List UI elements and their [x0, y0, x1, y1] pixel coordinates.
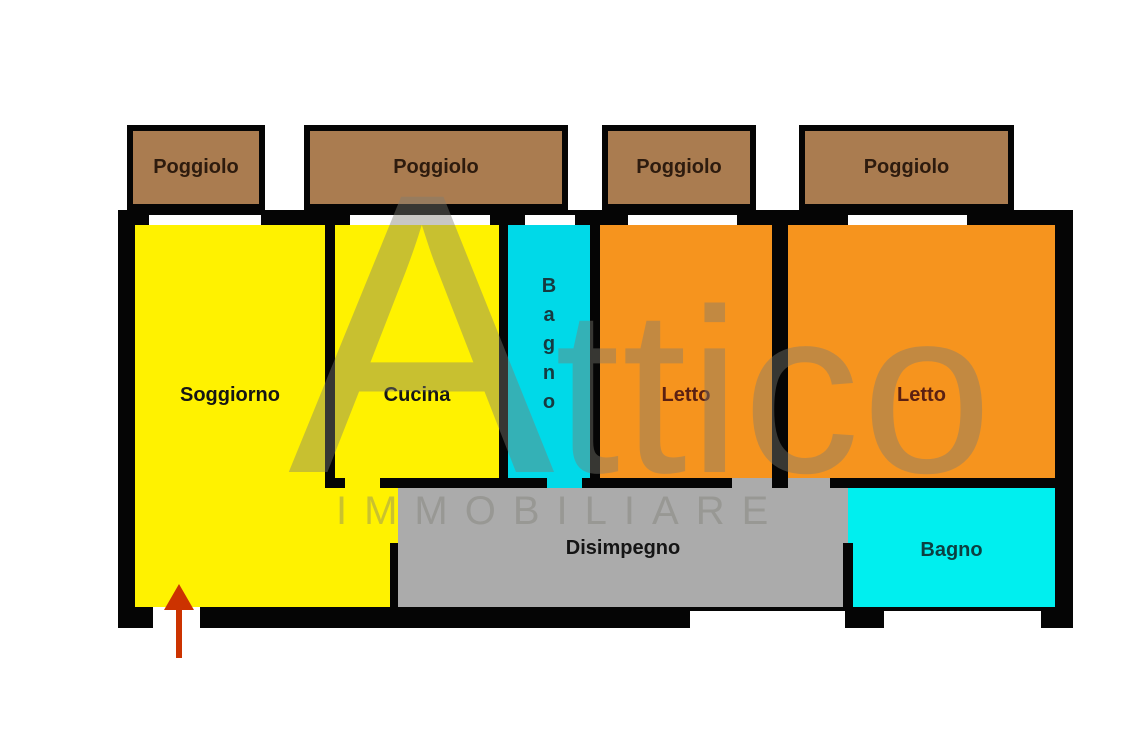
window-opening-letto-2 [848, 215, 967, 225]
window-opening-disimpegno [690, 611, 845, 628]
window-opening-bagno-small [525, 215, 575, 225]
room-label-disimpegno: Disimpegno [565, 537, 681, 559]
balcony-3: Poggiolo [602, 125, 756, 210]
window-opening-cucina [350, 215, 490, 225]
entrance-arrow-stem [176, 606, 182, 658]
room-letto-2 [788, 225, 1055, 478]
room-bagno-small [508, 225, 590, 478]
wall-disimpegno-bagno [843, 543, 853, 607]
balcony-1-label: Poggiolo [153, 156, 239, 178]
wall-soggiorno-cucina [325, 225, 335, 488]
balcony-2-label: Poggiolo [393, 156, 479, 178]
room-label-cucina: Cucina [383, 384, 451, 406]
room-cucina [335, 225, 499, 478]
balcony-2: Poggiolo [304, 125, 568, 210]
room-label-bagno-small: B a g n o [541, 275, 557, 413]
balcony-1: Poggiolo [127, 125, 265, 210]
room-soggiorno [135, 225, 325, 607]
room-label-letto-2: Letto [897, 384, 946, 406]
room-bagno-main [848, 488, 1055, 607]
room-label-letto-1: Letto [661, 384, 711, 406]
door-opening-cucina [345, 478, 380, 488]
window-opening-soggiorno [149, 215, 261, 225]
balcony-4: Poggiolo [799, 125, 1014, 210]
wall-soggiorno-disimpegno [390, 543, 398, 607]
room-disimpegno [398, 488, 848, 607]
room-soggiorno-extension [325, 488, 398, 607]
door-opening-letto-2 [788, 478, 830, 488]
room-label-bagno-main: Bagno [920, 539, 983, 561]
door-opening-letto-1 [732, 478, 772, 488]
balcony-3-label: Poggiolo [636, 156, 722, 178]
room-letto-1 [600, 225, 772, 478]
window-opening-bagno-main [884, 611, 1041, 628]
wall-soggiorno-cucina-end [335, 478, 345, 488]
balcony-4-label: Poggiolo [863, 156, 950, 178]
room-label-soggiorno: Soggiorno [180, 384, 280, 406]
door-opening-bagno-small [547, 478, 582, 488]
window-opening-letto-1 [628, 215, 737, 225]
entrance-arrow-icon [164, 584, 194, 610]
